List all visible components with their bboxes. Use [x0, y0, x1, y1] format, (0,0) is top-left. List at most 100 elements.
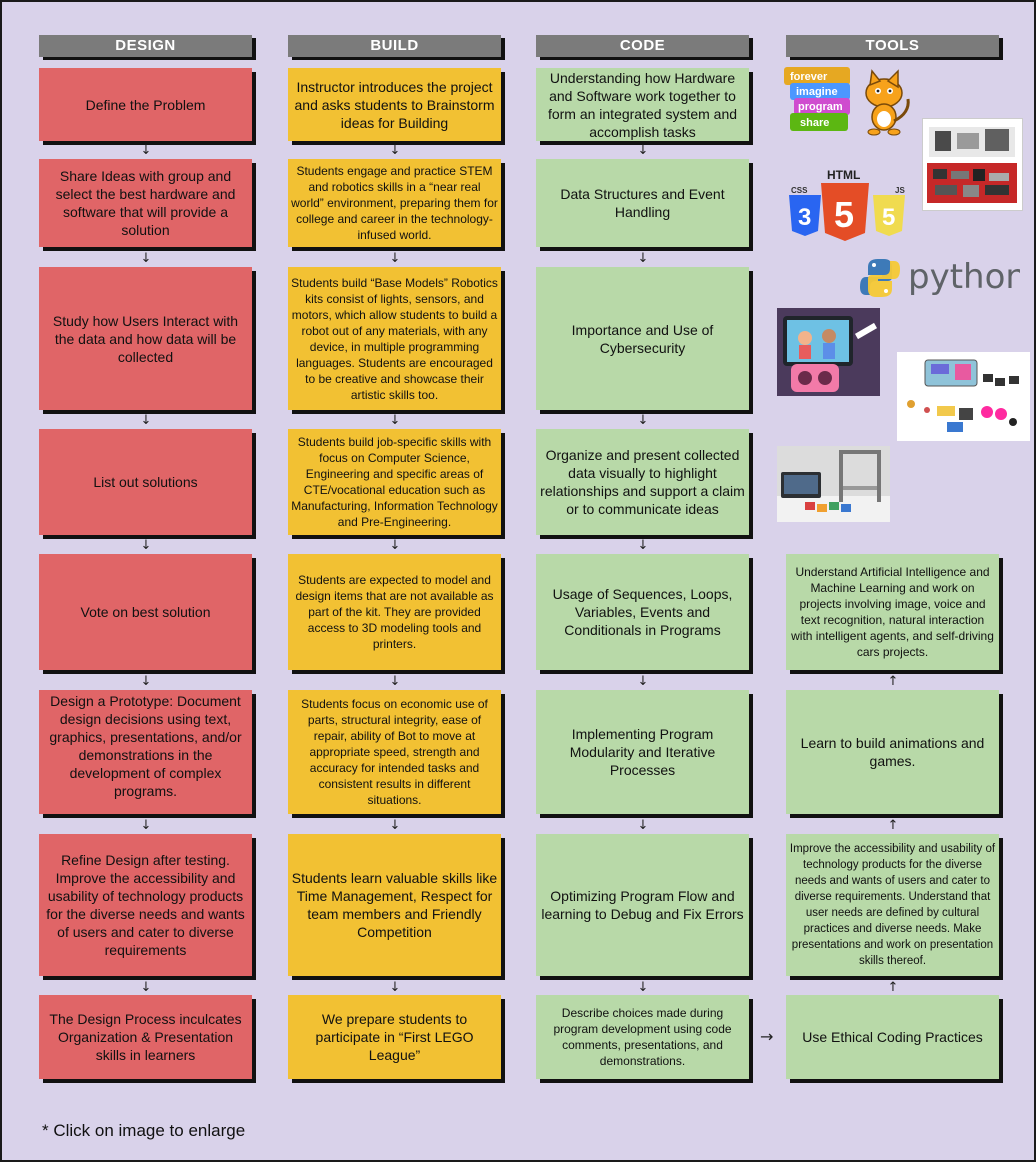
header-design: DESIGN: [39, 35, 252, 57]
code-step-1-text: Understanding how Hardware and Software …: [547, 69, 738, 140]
code-step-7: Optimizing Program Flow and learning to …: [536, 834, 749, 976]
design-step-7-text: Refine Design after testing. Improve the…: [46, 852, 245, 958]
arrow-right: →: [760, 1027, 774, 1046]
js5-digit: 5: [882, 204, 895, 231]
code-step-8: Describe choices made during program dev…: [536, 995, 749, 1079]
header-code: CODE: [536, 35, 749, 57]
build-step-2: Students engage and practice STEM and ro…: [288, 159, 501, 247]
arrow-down: ↓: [637, 818, 649, 833]
tools-step-accessibility-text: Improve the accessibility and usability …: [789, 843, 996, 967]
build-step-8-text: We prepare students to participate in “F…: [315, 1011, 474, 1063]
design-step-3-text: Study how Users Interact with the data a…: [52, 312, 239, 365]
arrow-down: ↓: [637, 143, 649, 158]
design-step-1-text: Define the Problem: [85, 96, 206, 113]
tools-step-ai-text: Understand Artificial Intelligence and M…: [791, 565, 994, 659]
css3-digit: 3: [798, 204, 811, 231]
arrow-down: ↓: [389, 818, 401, 833]
design-step-4: List out solutions: [39, 429, 252, 535]
arrow-down: ↓: [389, 674, 401, 689]
scratch-block-imagine: imagine: [796, 86, 838, 98]
build-step-8: We prepare students to participate in “F…: [288, 995, 501, 1079]
tools-step-ethics: Use Ethical Coding Practices: [786, 995, 999, 1079]
arrow-down: ↓: [389, 251, 401, 266]
build-step-6-text: Students focus on economic use of parts,…: [301, 697, 488, 807]
design-step-5-text: Vote on best solution: [80, 604, 211, 620]
build-step-3-text: Students build “Base Models” Robotics ki…: [291, 275, 498, 402]
arrow-up: ↑: [887, 980, 899, 995]
design-step-2: Share Ideas with group and select the be…: [39, 159, 252, 247]
code-step-5-text: Usage of Sequences, Loops, Variables, Ev…: [552, 586, 733, 638]
arrow-down: ↓: [637, 251, 649, 266]
code-step-6: Implementing Program Modularity and Iter…: [536, 690, 749, 814]
design-step-1: Define the Problem: [39, 68, 252, 141]
design-step-8: The Design Process inculcates Organizati…: [39, 995, 252, 1079]
html5-digit: 5: [834, 194, 854, 235]
build-step-5-text: Students are expected to model and desig…: [295, 573, 494, 651]
arrow-down: ↓: [140, 251, 152, 266]
tools-step-ai: Understand Artificial Intelligence and M…: [786, 554, 999, 670]
scratch-block-share: share: [800, 117, 829, 129]
code-step-6-text: Implementing Program Modularity and Iter…: [569, 726, 716, 778]
build-step-4-text: Students build job-specific skills with …: [291, 435, 498, 529]
code-step-4-text: Organize and present collected data visu…: [540, 447, 745, 517]
code-step-3: Importance and Use of Cybersecurity: [536, 267, 749, 410]
arrow-up: ↑: [887, 674, 899, 689]
build-step-1-text: Instructor introduces the project and as…: [294, 78, 495, 131]
arrow-down: ↓: [637, 538, 649, 553]
build-step-7-text: Students learn valuable skills like Time…: [291, 870, 498, 940]
robotics-kit-image[interactable]: [922, 118, 1023, 211]
build-step-4: Students build job-specific skills with …: [288, 429, 501, 535]
html-label: HTML: [827, 168, 860, 182]
code-step-5: Usage of Sequences, Loops, Variables, Ev…: [536, 554, 749, 670]
electronics-kit-image[interactable]: [897, 352, 1030, 441]
arrow-down: ↓: [637, 413, 649, 428]
html-css-js-logo-image[interactable]: HTML CSS JS 3 5 5: [787, 165, 917, 245]
design-step-7: Refine Design after testing. Improve the…: [39, 834, 252, 976]
design-step-6: Design a Prototype: Document design deci…: [39, 690, 252, 814]
code-step-2: Data Structures and Event Handling: [536, 159, 749, 247]
arrow-down: ↓: [389, 980, 401, 995]
scratch-block-program: program: [798, 101, 843, 113]
header-tools: TOOLS: [786, 35, 999, 57]
build-step-7: Students learn valuable skills like Time…: [288, 834, 501, 976]
design-step-4-text: List out solutions: [93, 474, 198, 490]
python-wordmark: python: [908, 257, 1020, 297]
tools-step-ethics-text: Use Ethical Coding Practices: [802, 1029, 983, 1045]
tools-step-animations: Learn to build animations and games.: [786, 690, 999, 814]
arrow-down: ↓: [637, 980, 649, 995]
arrow-down: ↓: [389, 413, 401, 428]
build-step-6: Students focus on economic use of parts,…: [288, 690, 501, 814]
arrow-down: ↓: [140, 818, 152, 833]
build-step-2-text: Students engage and practice STEM and ro…: [291, 164, 498, 242]
scratch-block-forever: forever: [790, 71, 828, 83]
tools-step-accessibility: Improve the accessibility and usability …: [786, 834, 999, 976]
build-step-1: Instructor introduces the project and as…: [288, 68, 501, 141]
design-step-8-text: The Design Process inculcates Organizati…: [49, 1011, 242, 1063]
css-tag: CSS: [791, 186, 808, 195]
design-step-5: Vote on best solution: [39, 554, 252, 670]
js-tag: JS: [895, 186, 905, 195]
3d-printer-image[interactable]: [777, 446, 890, 522]
arrow-down: ↓: [140, 674, 152, 689]
code-step-3-text: Importance and Use of Cybersecurity: [571, 321, 714, 356]
tools-step-animations-text: Learn to build animations and games.: [800, 735, 985, 769]
code-step-7-text: Optimizing Program Flow and learning to …: [541, 888, 744, 922]
arrow-down: ↓: [140, 413, 152, 428]
arrow-down: ↓: [140, 980, 152, 995]
design-step-3: Study how Users Interact with the data a…: [39, 267, 252, 410]
code-step-8-text: Describe choices made during program dev…: [553, 1006, 732, 1068]
code-step-2-text: Data Structures and Event Handling: [560, 186, 725, 220]
python-logo-image[interactable]: python: [860, 255, 1020, 299]
arrow-down: ↓: [637, 674, 649, 689]
scratch-logo-image[interactable]: forever imagine program share: [784, 65, 922, 139]
footnote: * Click on image to enlarge: [42, 1121, 246, 1140]
design-step-2-text: Share Ideas with group and select the be…: [55, 168, 236, 238]
arrow-down: ↓: [389, 143, 401, 158]
header-build: BUILD: [288, 35, 501, 57]
arrow-down: ↓: [389, 538, 401, 553]
build-step-5: Students are expected to model and desig…: [288, 554, 501, 670]
vr-kids-image[interactable]: [777, 308, 880, 396]
build-step-3: Students build “Base Models” Robotics ki…: [288, 267, 501, 410]
arrow-down: ↓: [140, 538, 152, 553]
